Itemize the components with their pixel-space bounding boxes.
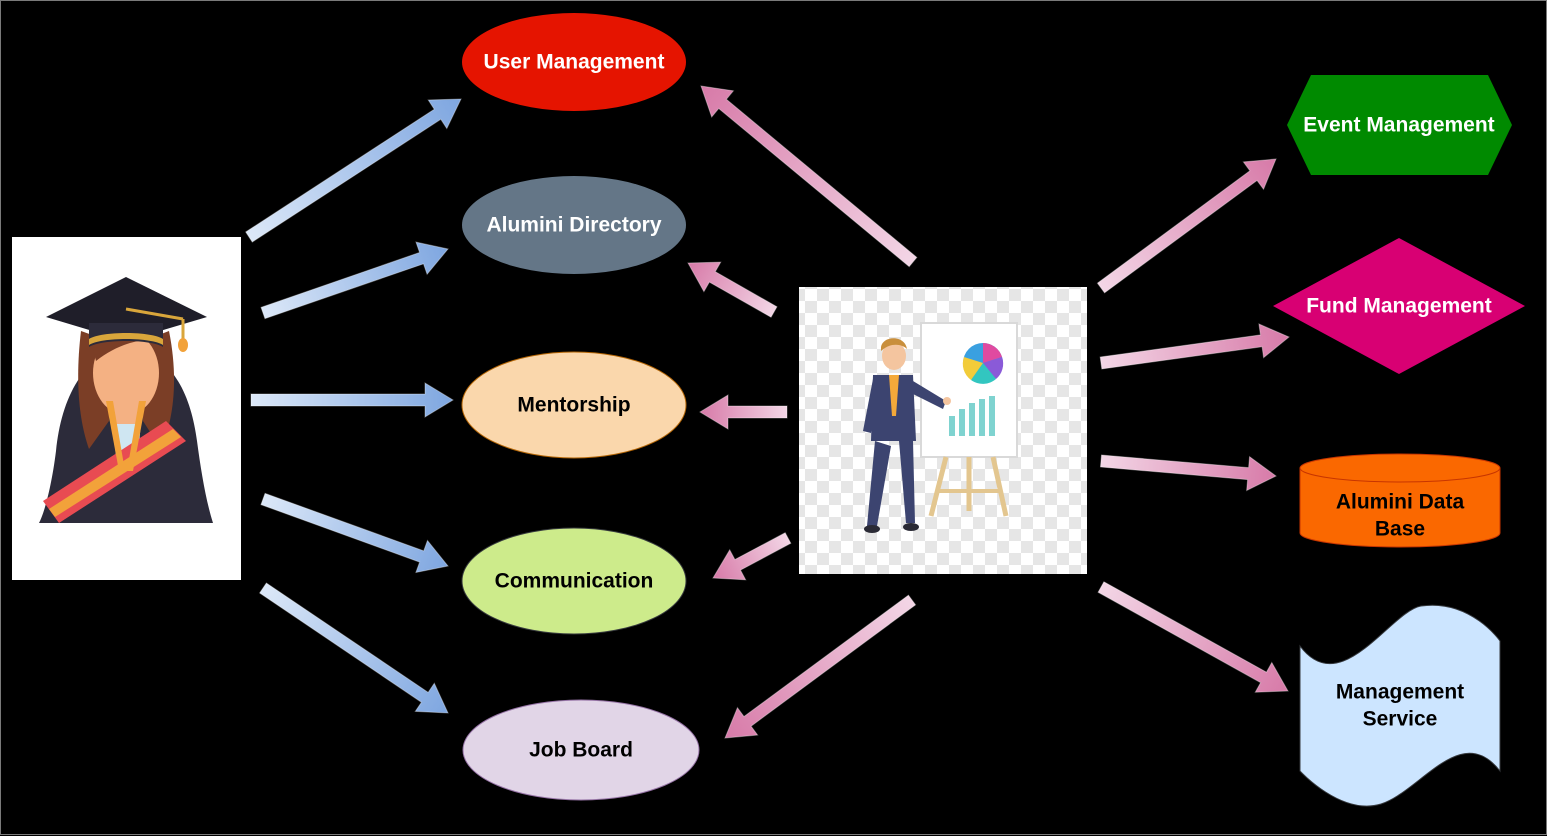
- user-management-label: User Management: [484, 51, 665, 74]
- alumni-directory-label: Alumini Directory: [486, 214, 661, 237]
- arrow-admin-to-alumni-database: [1099, 454, 1277, 492]
- user-management-node: User Management: [462, 13, 686, 111]
- alumni-database-label-line2: Base: [1375, 518, 1425, 541]
- arrow-admin-to-alumni-directory: [687, 261, 778, 318]
- management-service-label-line2: Service: [1363, 708, 1438, 731]
- admin-arrows: [687, 85, 1290, 739]
- communication-node: Communication: [461, 527, 687, 635]
- arrow-admin-to-management-service: [1097, 581, 1289, 693]
- alumni-arrows: [245, 98, 462, 714]
- fund-management-node: Fund Management: [1273, 238, 1525, 374]
- arrow-admin-to-job-board: [724, 594, 917, 739]
- arrow-admin-to-mentorship: [699, 394, 788, 430]
- arrow-admin-to-user-management: [700, 85, 918, 268]
- alumni-database-label-line1: Alumini Data: [1336, 491, 1465, 514]
- presenter-icon: [799, 287, 1087, 574]
- event-management-node: Event Management: [1287, 75, 1512, 175]
- alumni-database-node: Alumini Data Base: [1299, 453, 1501, 548]
- communication-label: Communication: [495, 570, 654, 593]
- mentorship-label: Mentorship: [517, 394, 630, 417]
- arrow-alumni-to-mentorship: [250, 382, 454, 418]
- graduate-icon: [12, 237, 241, 580]
- arrow-admin-to-fund-management: [1099, 323, 1290, 370]
- arrow-alumni-to-user-management: [245, 98, 462, 243]
- arrow-admin-to-event-management: [1096, 158, 1277, 294]
- alumni-directory-node: Alumini Directory: [462, 176, 686, 274]
- management-service-node: Management Service: [1299, 604, 1501, 807]
- job-board-node: Job Board: [462, 699, 700, 801]
- management-service-label-line1: Management: [1336, 681, 1464, 704]
- arrow-alumni-to-job-board: [258, 582, 449, 714]
- job-board-label: Job Board: [529, 739, 633, 762]
- mentorship-node: Mentorship: [461, 351, 687, 459]
- arrow-admin-to-communication: [712, 532, 792, 581]
- arrow-alumni-to-communication: [260, 492, 449, 574]
- arrow-alumni-to-alumni-directory: [260, 241, 449, 320]
- fund-management-label: Fund Management: [1306, 295, 1492, 318]
- event-management-label: Event Management: [1303, 114, 1494, 137]
